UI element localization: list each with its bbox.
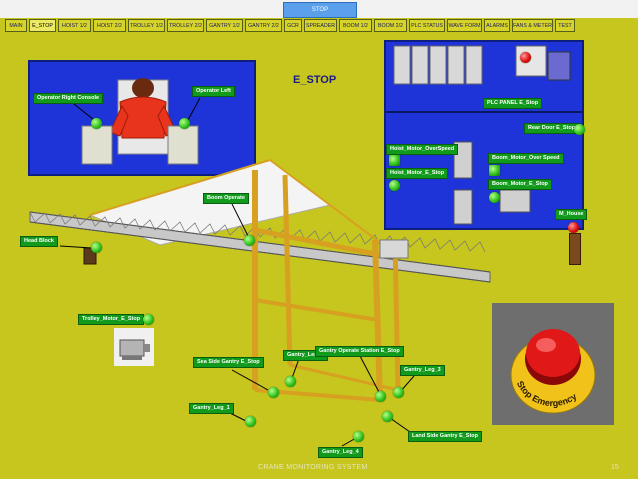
tab-trolley-1-2[interactable]: TROLLEY 1/2 — [128, 19, 165, 32]
operator-left-label: Operator Left — [192, 86, 235, 97]
hoist-estop-indicator[interactable] — [389, 180, 400, 191]
plc-panel-label: PLC PANEL E_Stop — [483, 98, 543, 109]
gantry-leg-4-label: Gantry_Leg_4 — [318, 447, 363, 458]
tab-fans-meter[interactable]: FANS & METER — [512, 19, 553, 32]
plc-panel-indicator[interactable] — [520, 52, 531, 63]
tab-boom-1-2[interactable]: BOOM 1/2 — [339, 19, 372, 32]
land-side-gantry-label: Land Side Gantry E_Stop — [408, 431, 483, 442]
tab-hoist-2-2[interactable]: HOIST 2/2 — [93, 19, 126, 32]
gantry-leg-3-indicator[interactable] — [393, 387, 404, 398]
sea-side-gantry-indicator[interactable] — [268, 387, 279, 398]
gantry-operate-station-indicator[interactable] — [375, 391, 386, 402]
tab-e-stop[interactable]: E_STOP — [29, 19, 56, 32]
operator-cabin-panel — [28, 60, 256, 176]
land-side-gantry-indicator[interactable] — [382, 411, 393, 422]
hoist-estop-label: Hoist_Motor_E_Stop — [386, 168, 449, 179]
stop-button[interactable]: STOP — [283, 2, 357, 18]
gantry-leg-1-label: Gantry_Leg_1 — [189, 403, 234, 414]
tab-trolley-2-2[interactable]: TROLLEY 2/2 — [167, 19, 204, 32]
sea-side-gantry-label: Sea Side Gantry E_Stop — [193, 357, 264, 368]
tab-hoist-1-2[interactable]: HOIST 1/2 — [58, 19, 91, 32]
gantry-leg-4-indicator[interactable] — [353, 431, 364, 442]
trolley-motor-label: Trolley_Motor_E_Stop — [78, 314, 145, 325]
tab-main[interactable]: MAIN — [5, 19, 27, 32]
electrical-room-panel — [384, 40, 584, 230]
tab-gantry-2-2[interactable]: GANTRY 2/2 — [245, 19, 282, 32]
m-house-switch — [569, 233, 581, 265]
head-block-indicator[interactable] — [91, 242, 102, 253]
gantry-leg-1-indicator[interactable] — [245, 416, 256, 427]
rear-door-indicator[interactable] — [574, 124, 585, 135]
boom-overspeed-label: Boom_Motor_Over Speed — [488, 153, 564, 164]
gantry-leg-3-label: Gantry_Leg_3 — [400, 365, 445, 376]
tab-gantry-1-2[interactable]: GANTRY 1/2 — [206, 19, 243, 32]
tab-boom-2-2[interactable]: BOOM 2/2 — [374, 19, 407, 32]
tab-spreader[interactable]: SPREADER — [304, 19, 337, 32]
tab-wave-form[interactable]: WAVE FORM — [447, 19, 482, 32]
operator-right-console-label: Operator Right Console — [33, 93, 104, 104]
gantry-leg-2-indicator[interactable] — [285, 376, 296, 387]
page-number: 15 — [611, 464, 619, 471]
rear-door-label: Rear Door E_Stop — [524, 123, 580, 134]
trolley-motor-image — [114, 328, 154, 366]
head-block-label: Head Block — [20, 236, 58, 247]
trolley-motor-indicator[interactable] — [143, 314, 154, 325]
emergency-stop-button[interactable]: Stop Emergency — [492, 303, 614, 425]
boom-operate-indicator[interactable] — [244, 235, 255, 246]
electrical-room-illustration — [386, 45, 582, 226]
page-title: E_STOP — [293, 74, 337, 86]
operator-left-indicator[interactable] — [179, 118, 190, 129]
hoist-overspeed-indicator[interactable] — [389, 155, 400, 166]
operator-right-console-indicator[interactable] — [91, 118, 102, 129]
emergency-stop-panel: Stop Emergency — [492, 303, 614, 425]
m-house-indicator[interactable] — [568, 222, 579, 233]
hoist-overspeed-label: Hoist_Motor_OverSpeed — [386, 144, 459, 155]
gantry-operate-station-label: Gantry Operate Station E_Stop — [315, 346, 404, 357]
operator-illustration — [73, 78, 201, 165]
m-house-label: M_House — [555, 209, 588, 220]
tab-gcr[interactable]: GCR — [284, 19, 302, 32]
boom-estop-indicator[interactable] — [489, 192, 500, 203]
boom-estop-label: Boom_Motor_E_Stop — [488, 179, 552, 190]
tab-test[interactable]: TEST — [555, 19, 575, 32]
tab-alarms[interactable]: ALARMS — [484, 19, 510, 32]
tab-plc-status[interactable]: PLC STATUS — [409, 19, 445, 32]
footer-text: CRANE MONITORING SYSTEM — [258, 464, 368, 471]
boom-operate-label: Boom Operate — [203, 193, 249, 204]
boom-overspeed-indicator[interactable] — [489, 165, 500, 176]
